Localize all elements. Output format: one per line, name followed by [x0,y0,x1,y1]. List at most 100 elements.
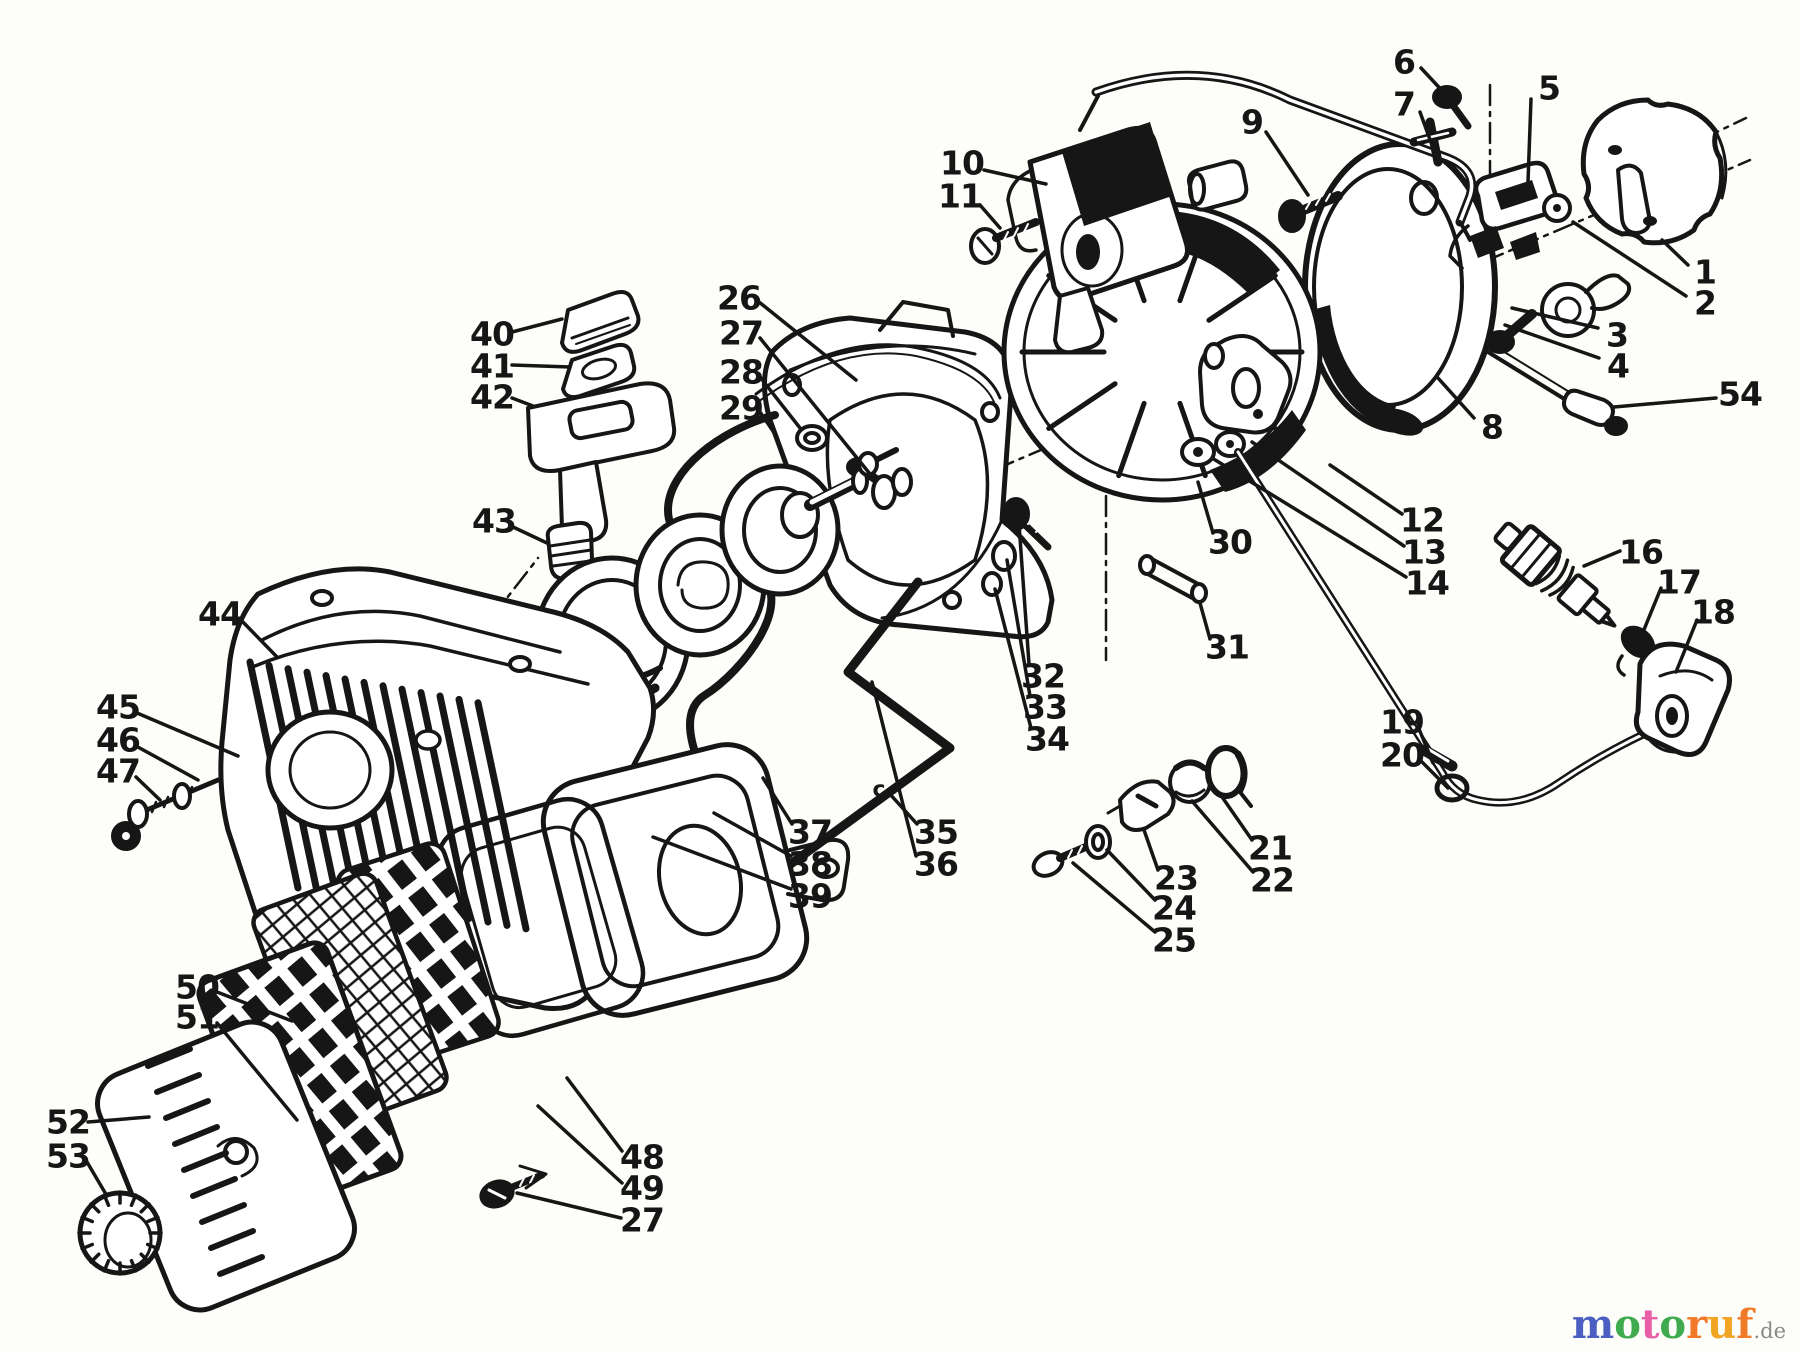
callout-leader-45 [135,711,240,758]
callout-label-10: 10 [940,144,984,183]
callout-label-29: 29 [719,389,763,428]
callout-leader-26 [757,300,858,382]
callout-label-34: 34 [1025,720,1069,759]
callout-label-6: 6 [1393,43,1415,82]
callout-label-16: 16 [1619,533,1663,572]
callout-leader-25 [1071,861,1157,934]
callout-leader-34 [993,587,1033,730]
callout-label-51: 51 [175,998,219,1037]
callout-label-13: 13 [1402,533,1446,572]
callout-label-38: 38 [788,845,832,884]
decor-line [163,1098,211,1121]
callout-leader-30 [1196,480,1215,535]
callout-leader-54 [1612,396,1718,409]
callout-leader-1 [1660,238,1690,267]
callout-label-42: 42 [470,378,514,417]
callout-label-50: 50 [175,968,219,1007]
decor-line [145,1215,160,1224]
ignition-coil-drawing [1006,94,1190,355]
condenser-drawing [1187,159,1249,212]
decor-line [172,1124,220,1147]
callout-label-31: 31 [1205,628,1249,667]
callout-layer: 1234567891011121314161718192021222324252… [46,43,1763,1240]
watermark-letter: o [1614,1301,1641,1348]
decor-line [145,1046,193,1069]
decor-line [80,1242,95,1251]
callout-leader-9 [1264,130,1310,197]
annotation-c: c [872,778,885,803]
callout-leader-21 [1218,792,1254,842]
callout-leader-31 [1198,601,1212,641]
callout-label-20: 20 [1380,736,1424,775]
callout-leader-49 [536,1104,624,1185]
callout-leader-10 [982,168,1048,186]
callout-label-41: 41 [470,347,514,386]
callout-leader-27 [758,336,872,476]
callout-leader-46 [134,744,200,782]
decor-line [199,1202,247,1225]
decor-line [102,1193,111,1208]
decor-line [154,1072,202,1095]
callout-leader-8 [1436,376,1476,420]
watermark-brand-text: motoruf [1572,1301,1754,1348]
crankcase-drawing [540,742,851,1018]
decor-line [217,1254,265,1277]
callout-leader-39 [651,835,793,891]
coil-bolt-drawing [969,218,1040,265]
watermark-letter: t [1640,1301,1660,1348]
callout-label-40: 40 [470,315,514,354]
callout-label-7: 7 [1393,85,1415,124]
callout-leader-41 [510,363,572,369]
decor-line [1046,381,1118,431]
callout-label-30: 30 [1208,523,1252,562]
callout-leader-24 [1105,848,1157,902]
watermark-letter: u [1707,1301,1737,1348]
callout-label-47: 47 [96,752,140,791]
callout-label-4: 4 [1607,347,1629,386]
callout-label-36: 36 [914,845,958,884]
callout-label-54: 54 [1718,375,1762,414]
rewind-spring-drawing [783,577,955,871]
decor-line [139,1202,151,1214]
grip-bumper-drawing [561,342,637,400]
callout-label-28: 28 [719,353,763,392]
decor-line [129,1193,138,1208]
callout-leader-43 [511,525,549,545]
cover-bolt-drawing [479,1164,548,1209]
callout-leader-11 [978,203,1002,230]
callout-label-19: 19 [1380,703,1424,742]
callout-label-1: 1 [1694,253,1716,292]
watermark-logo[interactable]: motoruf.de [1572,1305,1786,1345]
decor-line [89,1202,101,1214]
decor-line [80,1215,95,1224]
callout-label-14: 14 [1405,564,1449,603]
bolt-washers-drawing [981,497,1052,597]
ground-wire-drawing [1486,344,1628,436]
callout-label-21: 21 [1248,829,1292,868]
callout-leader-33 [1005,558,1032,698]
callout-label-18: 18 [1691,593,1735,632]
callout-label-22: 22 [1250,861,1294,900]
decor-line [1116,400,1147,479]
callout-leader-13 [1250,440,1406,548]
bolt6-drawing [1432,85,1472,130]
callout-label-26: 26 [717,279,761,318]
watermark-letter: m [1571,1301,1615,1348]
callout-leader-4 [1503,323,1601,360]
callout-leader-44 [238,617,279,659]
oiler-parts-drawing [1031,745,1253,878]
pin-drawing [1138,554,1208,604]
callout-leader-3 [1510,306,1600,330]
callout-leader-23 [1142,828,1160,872]
callout-label-8: 8 [1481,408,1503,447]
callout-leader-19 [1417,727,1435,765]
decor-line [89,1252,101,1264]
callout-label-24: 24 [1152,889,1196,928]
callout-label-43: 43 [472,502,516,541]
callout-label-2: 2 [1694,284,1716,323]
callout-leader-51 [215,1021,299,1122]
spark-plug-drawing [1493,521,1617,628]
callout-leader-53 [85,1160,109,1198]
callout-label-49: 49 [620,1169,664,1208]
callout-label-17: 17 [1657,563,1701,602]
